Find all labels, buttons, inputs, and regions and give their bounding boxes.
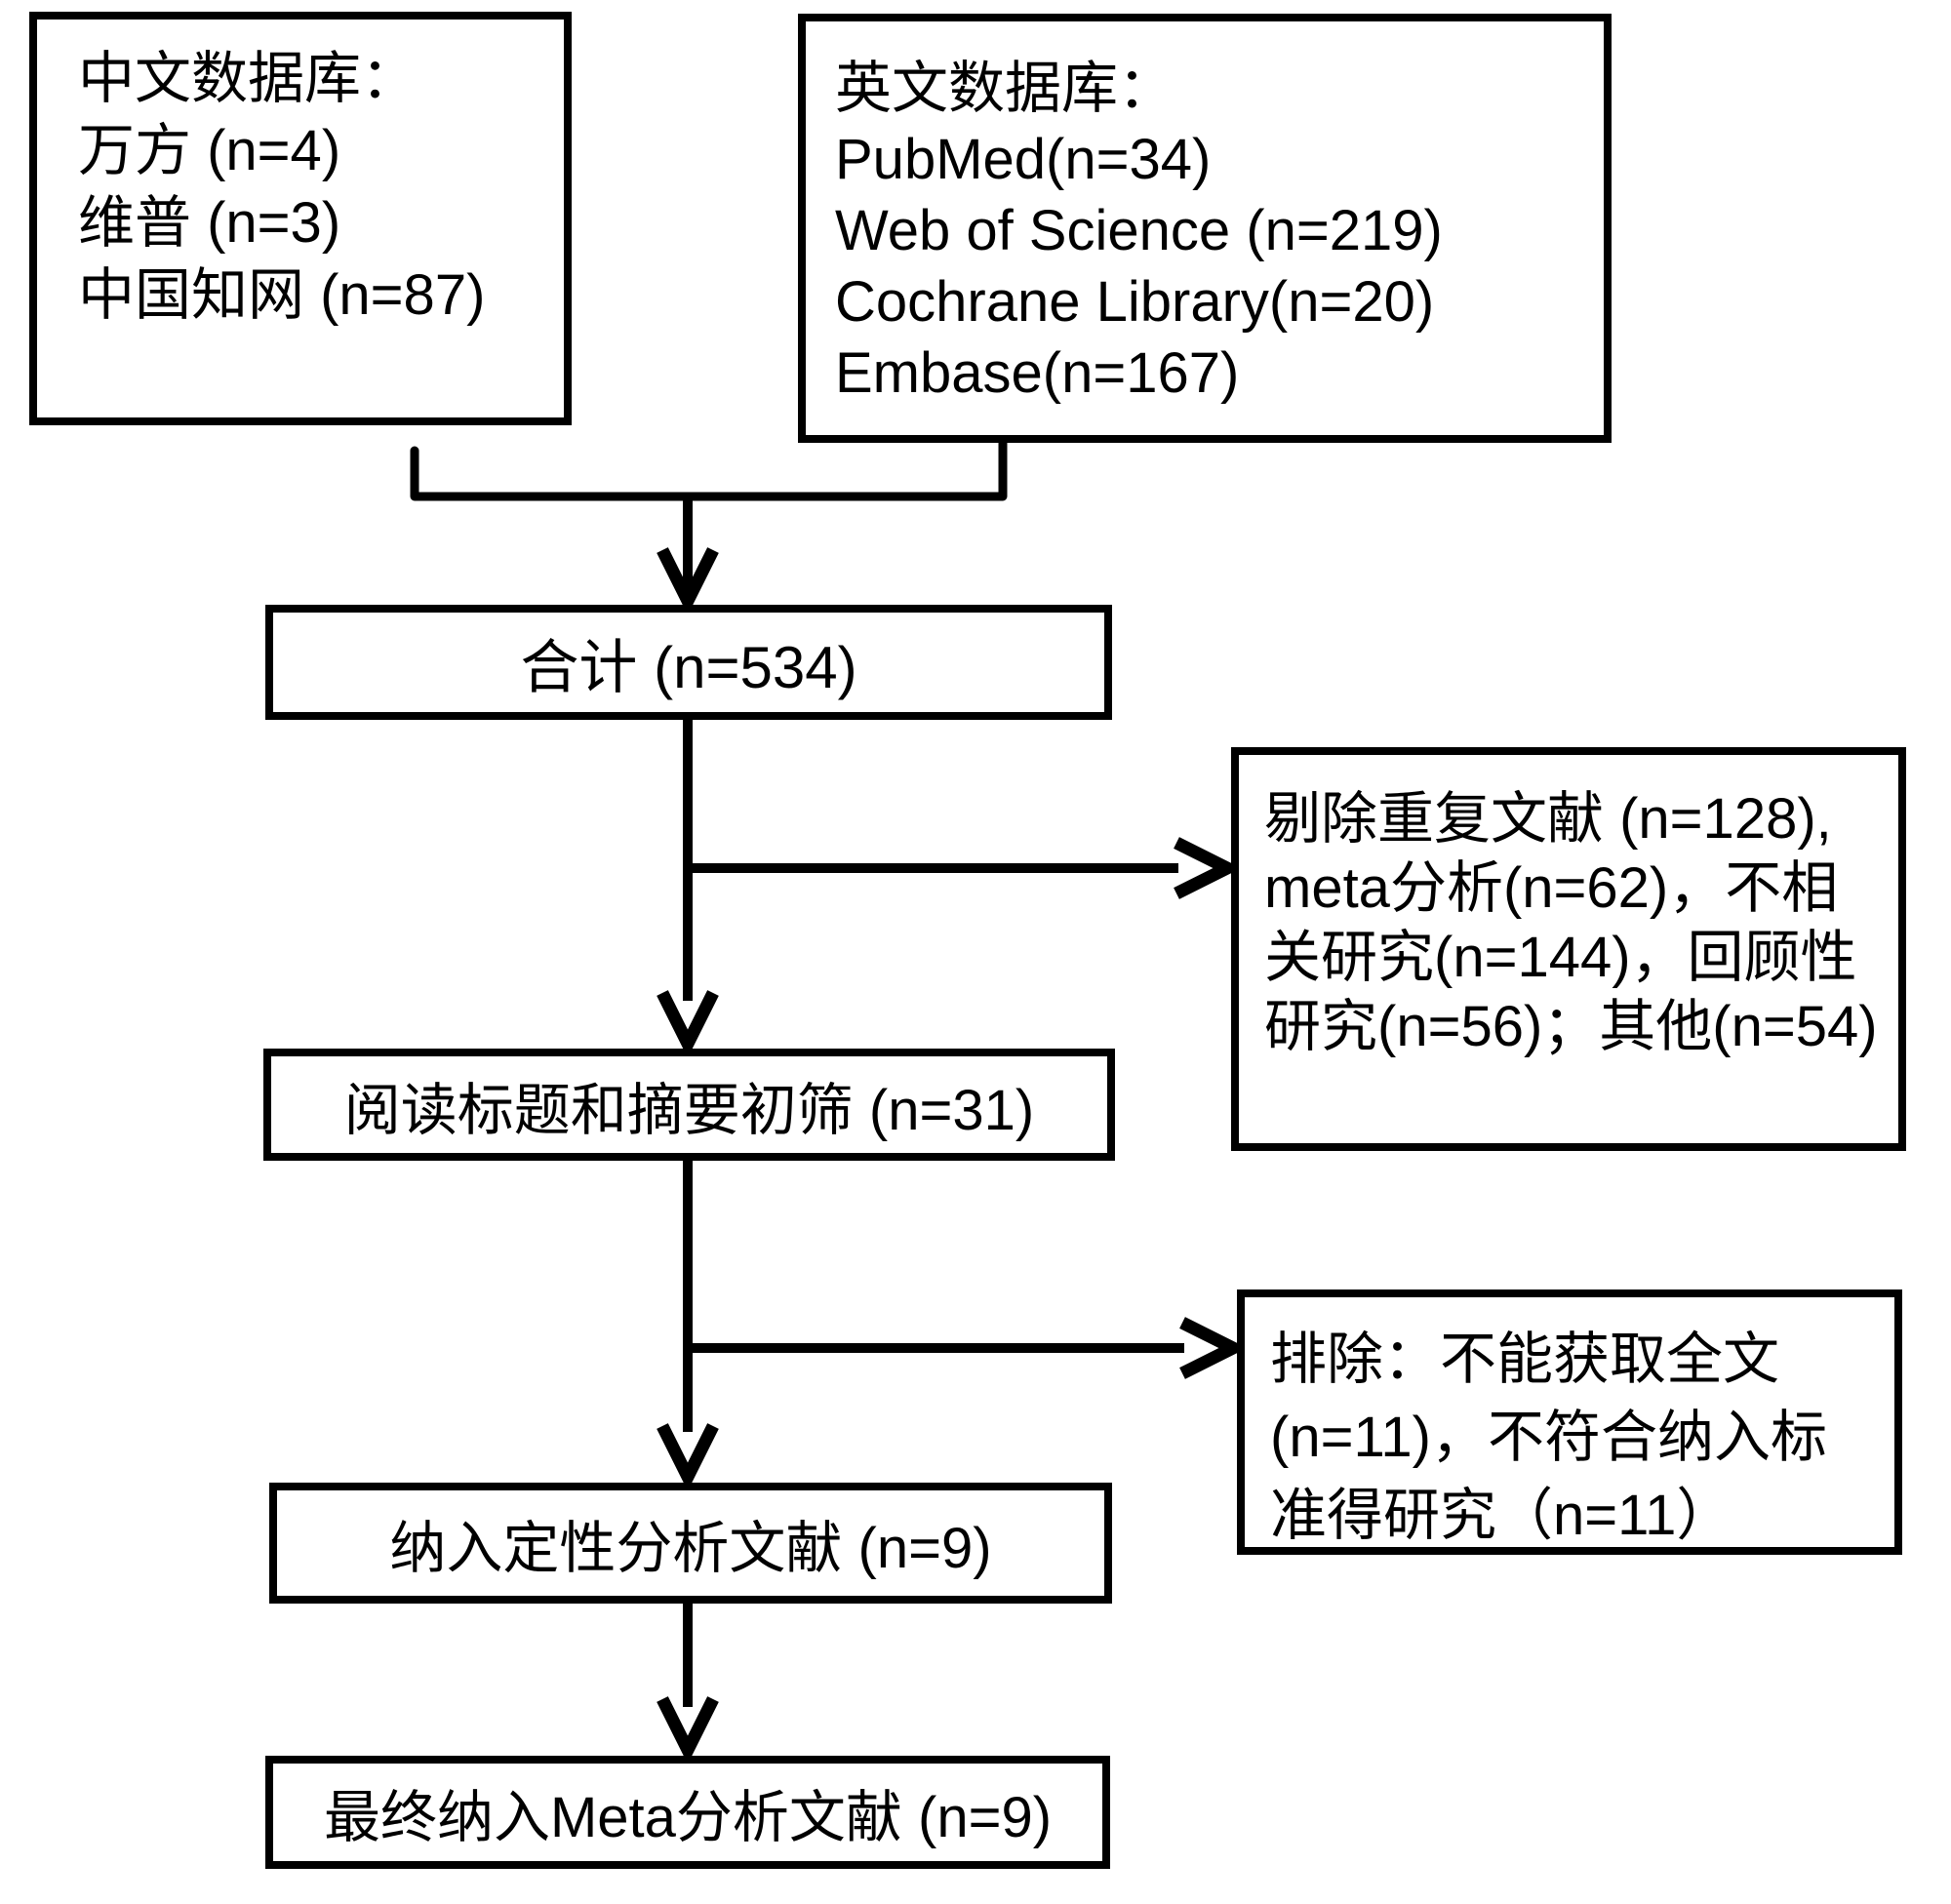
box-chinese-databases: 中文数据库： 万方 (n=4) 维普 (n=3) 中国知网 (n=87) xyxy=(29,12,572,425)
db-item: Cochrane Library(n=20) xyxy=(835,270,1435,334)
box-label: 最终纳入Meta分析文献 (n=9) xyxy=(323,1786,1053,1849)
db-list-title: 中文数据库： xyxy=(78,47,418,110)
box-total-records: 合计 (n=534) xyxy=(265,605,1112,720)
box-qualitative-included: 纳入定性分析文献 (n=9) xyxy=(269,1483,1112,1604)
arrow-to-fulltext-exclusion xyxy=(688,1317,1248,1379)
box-label: 阅读标题和摘要初筛 (n=31) xyxy=(343,1078,1035,1142)
box-excluded-duplicates-irrelevant: 剔除重复文献 (n=128), meta分析(n=62)，不相 关研究(n=14… xyxy=(1231,747,1906,1151)
box-meta-analysis-included: 最终纳入Meta分析文献 (n=9) xyxy=(265,1756,1110,1869)
connector-merge-bracket xyxy=(410,438,1008,501)
exclusion-reason: 关研究(n=144)，回顾性 xyxy=(1264,926,1857,989)
db-item: 中国知网 (n=87) xyxy=(78,263,486,327)
db-item: Embase(n=167) xyxy=(835,341,1240,405)
arrow-screening-to-qualitative xyxy=(657,1161,719,1491)
exclusion-reason: 排除：不能获取全文 xyxy=(1270,1328,1780,1391)
box-label: 合计 (n=534) xyxy=(520,634,857,700)
arrow-qualitative-to-meta xyxy=(657,1604,719,1765)
box-english-databases: 英文数据库： PubMed(n=34) Web of Science (n=21… xyxy=(798,14,1612,443)
exclusion-reason: 准得研究（n=11） xyxy=(1270,1484,1733,1547)
db-item: 万方 (n=4) xyxy=(78,119,341,182)
box-title-abstract-screening: 阅读标题和摘要初筛 (n=31) xyxy=(263,1049,1115,1161)
exclusion-reason: meta分析(n=62)，不相 xyxy=(1264,856,1839,920)
arrow-merge-to-total xyxy=(657,496,719,615)
db-item: PubMed(n=34) xyxy=(835,128,1212,191)
arrow-to-initial-exclusion xyxy=(688,837,1242,899)
box-excluded-fulltext: 排除：不能获取全文 (n=11)，不符合纳入标 准得研究（n=11） xyxy=(1237,1289,1902,1555)
arrow-total-to-screening xyxy=(657,720,719,1058)
db-item: 维普 (n=3) xyxy=(78,191,341,255)
box-label: 纳入定性分析文献 (n=9) xyxy=(389,1517,992,1580)
exclusion-reason: 研究(n=56)；其他(n=54) xyxy=(1264,995,1878,1058)
exclusion-reason: (n=11)，不符合纳入标 xyxy=(1270,1406,1827,1469)
db-item: Web of Science (n=219) xyxy=(835,199,1443,262)
exclusion-reason: 剔除重复文献 (n=128), xyxy=(1264,787,1832,851)
db-list-title: 英文数据库： xyxy=(835,57,1175,120)
